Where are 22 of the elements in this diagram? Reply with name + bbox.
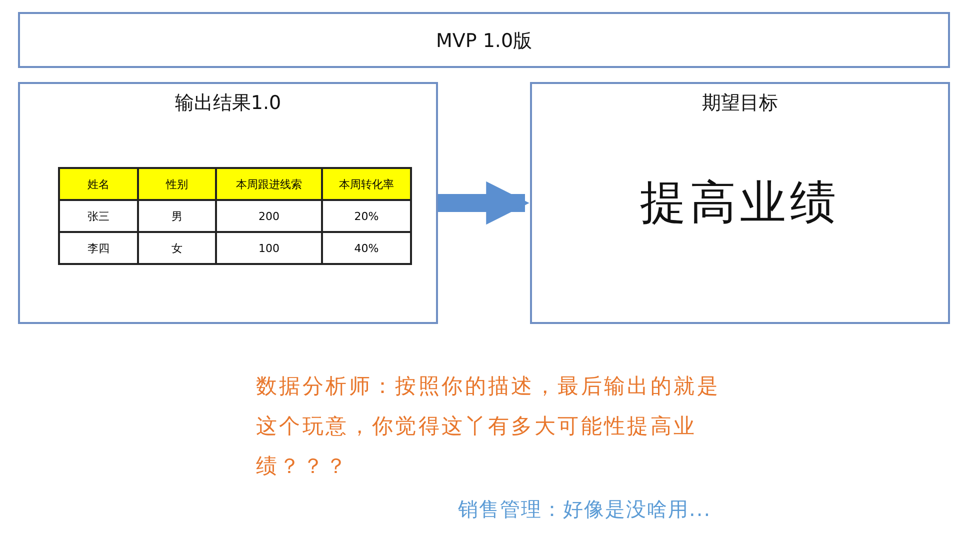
header-cell: 姓名: [59, 168, 138, 200]
table-cell: 张三: [59, 200, 138, 232]
box-title: MVP 1.0版: [436, 29, 532, 54]
goal-text: 提高业绩: [640, 174, 840, 231]
table-cell: 40%: [322, 232, 411, 264]
panel-box: [18, 12, 950, 68]
analyst-comment: 数据分析师：按照你的描述，最后输出的就是这个玩意，你觉得这丫有多大可能性提高业绩？？？: [256, 373, 721, 480]
header-cell: 本周跟进线索: [216, 168, 322, 200]
sales-reply: 销售管理：好像是没啥用...: [458, 496, 712, 523]
table-cell: 男: [138, 200, 216, 232]
table-cell: 100: [216, 232, 322, 264]
box-title: 输出结果1.0: [174, 91, 282, 116]
panel-box: [18, 82, 438, 324]
header-cell: 性别: [138, 168, 216, 200]
table-cell: 200: [216, 200, 322, 232]
table-cell: 女: [138, 232, 216, 264]
panel-box: [530, 82, 950, 324]
arrow: [438, 181, 530, 225]
table-cell: 李四: [59, 232, 138, 264]
box-title: 期望目标: [702, 91, 778, 116]
header-cell: 本周转化率: [322, 168, 411, 200]
table-cell: 20%: [322, 200, 411, 232]
